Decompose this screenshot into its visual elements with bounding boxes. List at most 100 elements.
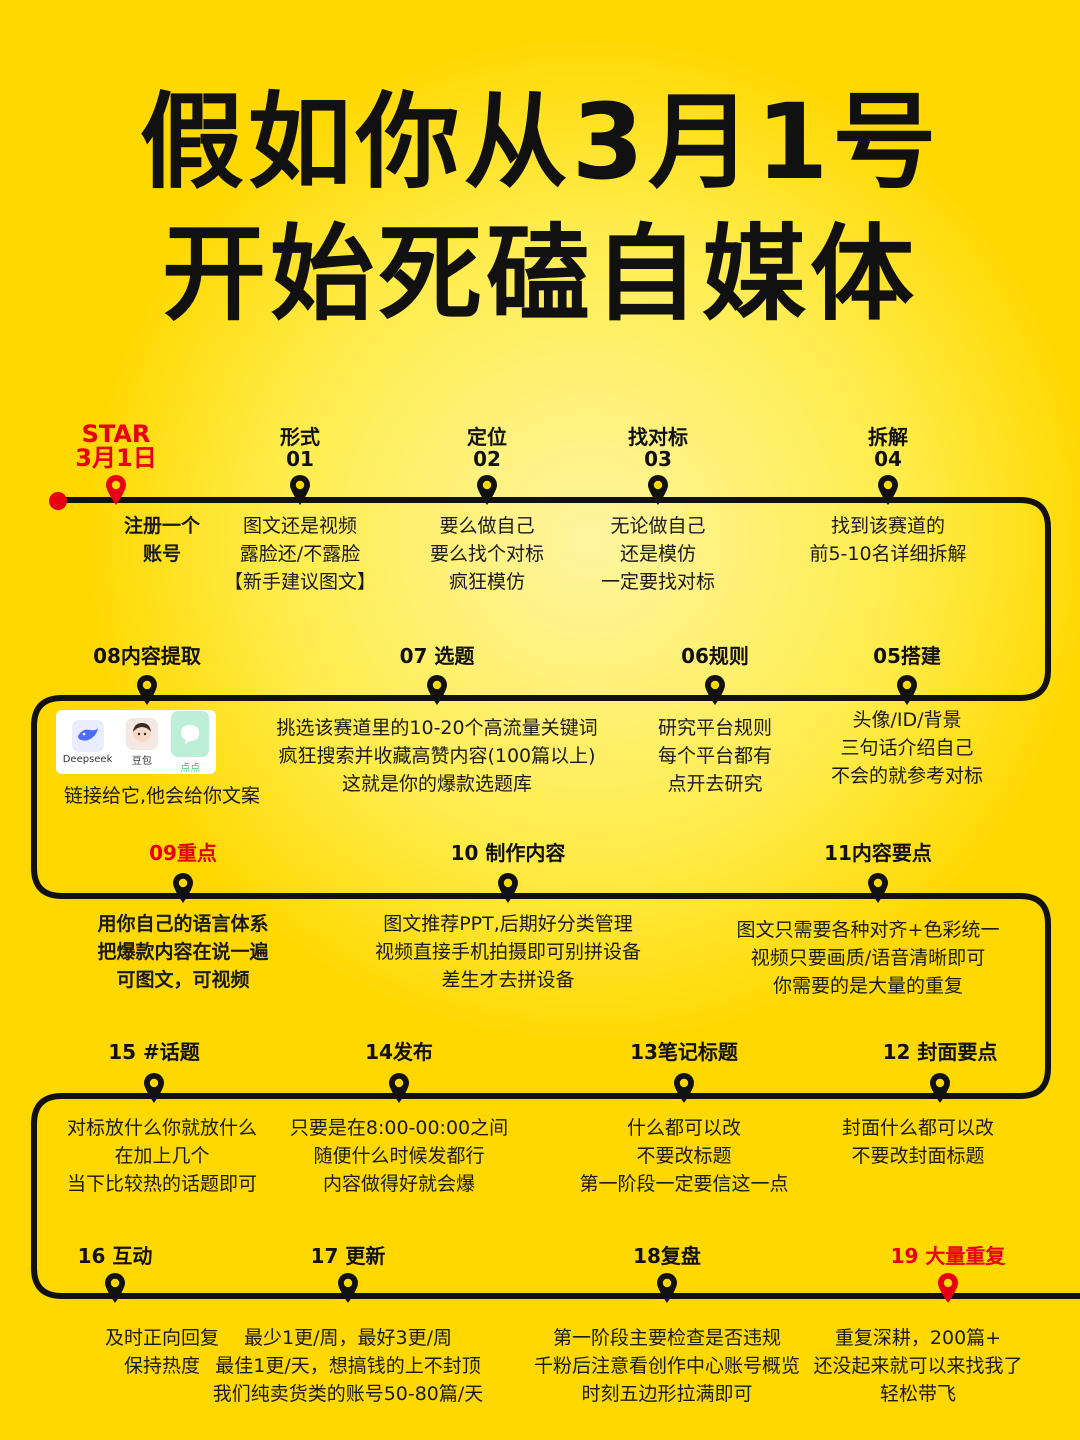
step-desc-line: 要么做自己 xyxy=(439,515,535,537)
ai-apps-card: Deepseek 豆包 点点 xyxy=(56,710,216,774)
title-line-2: 开始死磕自媒体 xyxy=(161,213,918,335)
step-desc-line: 要么找个对标 xyxy=(429,543,544,565)
step-18-label: 18复盘 xyxy=(633,1244,701,1268)
step-8-desc: 链接给它,他会给你文案 xyxy=(2,782,322,810)
step-desc-line: 只要是在8:00-00:00之间 xyxy=(289,1117,509,1139)
step-8-location-pin-icon xyxy=(135,674,159,706)
step-4-desc: 找到该赛道的前5-10名详细拆解 xyxy=(728,512,1048,568)
step-desc-line: 一定要找对标 xyxy=(600,571,715,593)
step-1-location-pin-icon xyxy=(288,474,312,506)
step-desc-line: 疯狂搜索并收藏高赞内容(100篇以上) xyxy=(278,745,596,767)
step-14-location-pin-icon xyxy=(387,1072,411,1104)
step-12-desc: 封面什么都可以改不要改封面标题 xyxy=(758,1114,1078,1170)
step-15-location-pin-icon xyxy=(142,1072,166,1104)
step-desc-line: 可图文，可视频 xyxy=(116,969,250,991)
step-5-desc: 头像/ID/背景三句话介绍自己不会的就参考对标 xyxy=(747,706,1067,790)
step-11-desc: 图文只需要各种对齐+色彩统一视频只要画质/语音清晰即可你需要的是大量的重复 xyxy=(658,916,1078,1000)
step-desc-line: 时刻五边形拉满即可 xyxy=(581,1383,753,1405)
step-desc-line: 视频直接手机拍摄即可别拼设备 xyxy=(374,941,641,963)
step-4-location-pin-icon xyxy=(876,474,900,506)
app-doubao[interactable]: 豆包 xyxy=(125,717,158,767)
step-17-location-pin-icon xyxy=(336,1272,360,1304)
background-glow xyxy=(90,40,1080,1040)
step-6-location-pin-icon xyxy=(703,674,727,706)
step-16-location-pin-icon xyxy=(103,1272,127,1304)
step-desc-line: 及时正向回复 xyxy=(104,1327,219,1349)
deepseek-whale-icon xyxy=(71,719,104,752)
step-desc-line: 用你自己的语言体系 xyxy=(97,913,269,935)
step-18-desc: 第一阶段主要检查是否违规千粉后注意看创作中心账号概览时刻五边形拉满即可 xyxy=(457,1324,877,1408)
step-16-desc: 及时正向回复保持热度 xyxy=(2,1324,322,1380)
step-desc-line: 每个平台都有 xyxy=(657,745,772,767)
start-star-label: STAR 3月1日 xyxy=(75,420,157,472)
step-desc-line: 当下比较热的话题即可 xyxy=(66,1173,257,1195)
step-desc-line: 随便什么时候发都行 xyxy=(313,1145,485,1167)
step-14-desc: 只要是在8:00-00:00之间随便什么时候发都行内容做得好就会爆 xyxy=(239,1114,559,1198)
step-2-desc: 要么做自己要么找个对标疯狂模仿 xyxy=(327,512,647,596)
step-desc-line: 图文还是视频 xyxy=(242,515,357,537)
step-desc-line: 点开去研究 xyxy=(667,773,763,795)
step-9-label: 09重点 xyxy=(149,841,217,865)
step-desc-line: 三句话介绍自己 xyxy=(840,737,974,759)
step-12-label: 12 封面要点 xyxy=(882,1040,998,1064)
step-11-label: 11内容要点 xyxy=(824,841,932,865)
step-13-location-pin-icon xyxy=(672,1072,696,1104)
step-desc-line: 不会的就参考对标 xyxy=(830,765,983,787)
step-9-desc: 用你自己的语言体系把爆款内容在说一遍可图文，可视频 xyxy=(23,910,343,994)
step-desc-line: 保持热度 xyxy=(123,1355,200,1377)
step-desc-line: 图文只需要各种对齐+色彩统一 xyxy=(736,919,1000,941)
step-7-label: 07 选题 xyxy=(399,644,475,668)
step-desc-line: 头像/ID/背景 xyxy=(852,709,962,731)
start-desc: 注册一个账号 xyxy=(2,512,322,568)
step-10-label: 10 制作内容 xyxy=(450,841,566,865)
step-10-location-pin-icon xyxy=(496,872,520,904)
step-desc-line: 最少1更/周，最好3更/周 xyxy=(244,1327,452,1349)
step-desc-line: 注册一个 xyxy=(123,515,200,537)
step-18-location-pin-icon xyxy=(655,1272,679,1304)
step-15-desc: 对标放什么你就放什么在加上几个当下比较热的话题即可 xyxy=(2,1114,322,1198)
step-desc-line: 疯狂模仿 xyxy=(448,571,525,593)
step-desc-line: 什么都可以改 xyxy=(626,1117,741,1139)
step-13-desc: 什么都可以改不要改标题第一阶段一定要信这一点 xyxy=(524,1114,844,1198)
step-desc-line: 第一阶段一定要信这一点 xyxy=(579,1173,789,1195)
step-desc-line: 链接给它,他会给你文案 xyxy=(63,785,261,807)
step-14-label: 14发布 xyxy=(365,1040,433,1064)
step-desc-line: 我们纯卖货类的账号50-80篇/天 xyxy=(212,1383,484,1405)
step-1-desc: 图文还是视频露脸还/不露脸【新手建议图文】 xyxy=(140,512,460,596)
step-16-label: 16 互动 xyxy=(77,1244,153,1268)
step-desc-line: 内容做得好就会爆 xyxy=(322,1173,475,1195)
step-desc-line: 还是模仿 xyxy=(619,543,696,565)
step-desc-line: 最佳1更/天，想搞钱的上不封顶 xyxy=(215,1355,481,1377)
step-desc-line: 露脸还/不露脸 xyxy=(239,543,361,565)
step-desc-line: 千粉后注意看创作中心账号概览 xyxy=(533,1355,800,1377)
doubao-avatar-icon xyxy=(125,717,158,750)
diandian-bubble-icon xyxy=(171,710,210,757)
step-desc-line: 研究平台规则 xyxy=(657,717,772,739)
step-19-desc: 重复深耕，200篇+还没起来就可以来找我了轻松带飞 xyxy=(758,1324,1078,1408)
step-19-label: 19 大量重复 xyxy=(890,1244,1006,1268)
step-desc-line: 【新手建议图文】 xyxy=(223,571,376,593)
step-6-label: 06规则 xyxy=(681,644,749,668)
app-diandian[interactable]: 点点 xyxy=(171,710,210,774)
step-15-label: 15 #话题 xyxy=(108,1040,200,1064)
app-deepseek[interactable]: Deepseek xyxy=(63,719,112,765)
step-desc-line: 第一阶段主要检查是否违规 xyxy=(552,1327,781,1349)
step-13-label: 13笔记标题 xyxy=(630,1040,738,1064)
step-desc-line: 把爆款内容在说一遍 xyxy=(97,941,269,963)
step-desc-line: 找到该赛道的 xyxy=(830,515,945,537)
step-3-desc: 无论做自己还是模仿一定要找对标 xyxy=(498,512,818,596)
step-desc-line: 差生才去拼设备 xyxy=(441,969,575,991)
step-11-location-pin-icon xyxy=(866,872,890,904)
step-desc-line: 这就是你的爆款选题库 xyxy=(341,773,532,795)
step-3-location-pin-icon xyxy=(646,474,670,506)
step-10-desc: 图文推荐PPT,后期好分类管理视频直接手机拍摄即可别拼设备差生才去拼设备 xyxy=(348,910,668,994)
step-5-location-pin-icon xyxy=(895,674,919,706)
step-desc-line: 图文推荐PPT,后期好分类管理 xyxy=(383,913,633,935)
step-2-location-pin-icon xyxy=(475,474,499,506)
step-7-location-pin-icon xyxy=(425,674,449,706)
step-19-location-pin-icon xyxy=(936,1272,960,1304)
